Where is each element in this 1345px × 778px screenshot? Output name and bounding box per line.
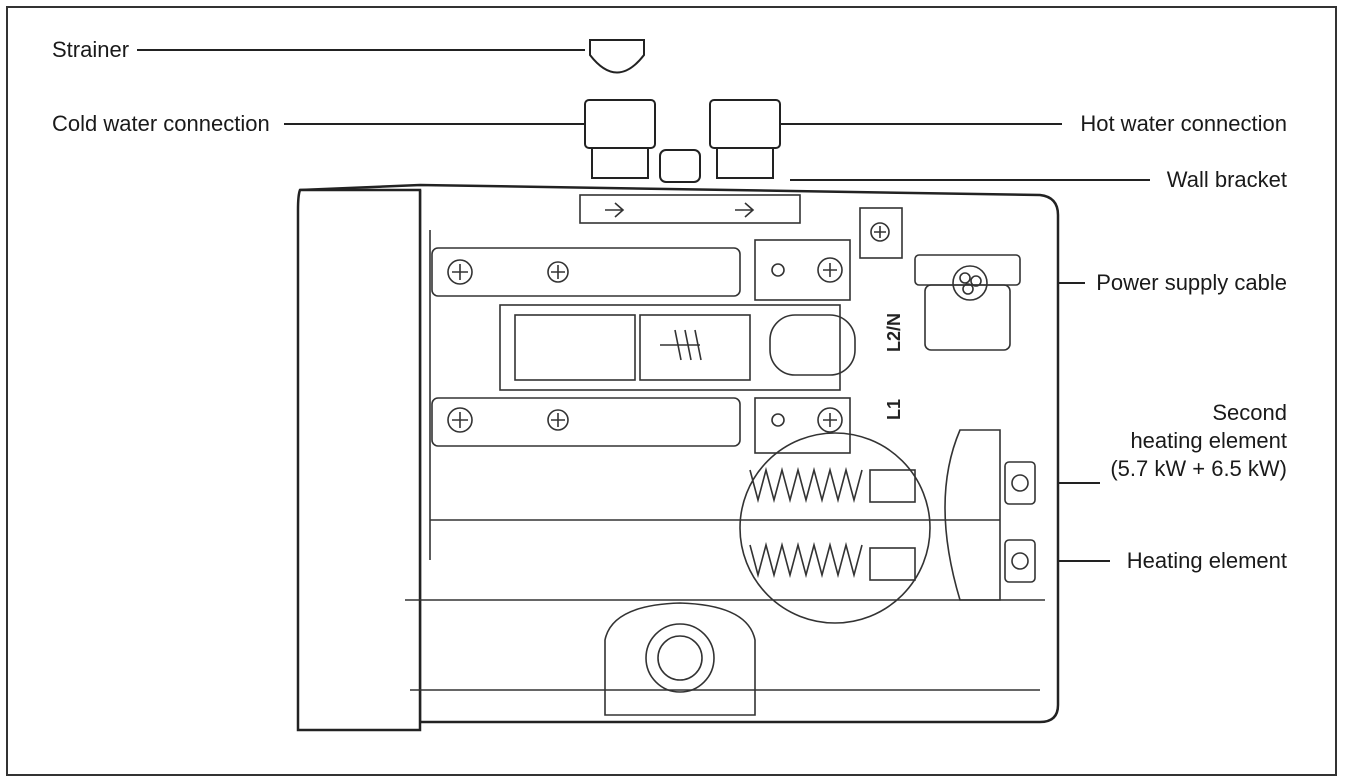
lower-rail [431, 397, 741, 447]
hot-water-connection-label: Hot water connection [1080, 111, 1287, 136]
second-heating-coil [749, 466, 863, 504]
wall-bracket [579, 194, 801, 224]
heating-element-zoom [739, 432, 931, 624]
strainer-label: Strainer [52, 37, 130, 62]
housing-body [299, 183, 1060, 724]
outlet-fitting [604, 602, 756, 716]
strainer-icon [589, 39, 645, 74]
second-heating-element-label: Second heating element (5.7 kW + 6.5 kW) [1110, 399, 1287, 483]
heating-terminal [1004, 539, 1036, 583]
heating-coil [749, 541, 863, 579]
thermal-switch [499, 304, 841, 391]
housing-cover [296, 188, 422, 732]
cold-water-connection-label: Cold water connection [52, 111, 270, 136]
wall-bracket-label: Wall bracket [1166, 167, 1287, 192]
heating-element-label: Heating element [1126, 548, 1287, 573]
second-heating-line-2: heating element [1130, 428, 1287, 453]
l2n-mark: L2/N [884, 313, 904, 352]
figure-frame [6, 6, 1337, 776]
cold-water-fitting [584, 99, 656, 149]
upper-rail [431, 247, 741, 297]
hot-water-fitting [709, 99, 781, 149]
second-heating-terminal [1004, 461, 1036, 505]
terminal-block-upper [754, 239, 851, 301]
center-clip [659, 149, 701, 183]
safety-cutout [769, 314, 856, 376]
second-heating-line-3: (5.7 kW + 6.5 kW) [1110, 456, 1287, 481]
second-heating-line-1: Second [1212, 400, 1287, 425]
terminal-block-lower [754, 397, 851, 454]
power-supply-cable-label: Power supply cable [1096, 270, 1287, 295]
l1-mark: L1 [884, 399, 904, 420]
